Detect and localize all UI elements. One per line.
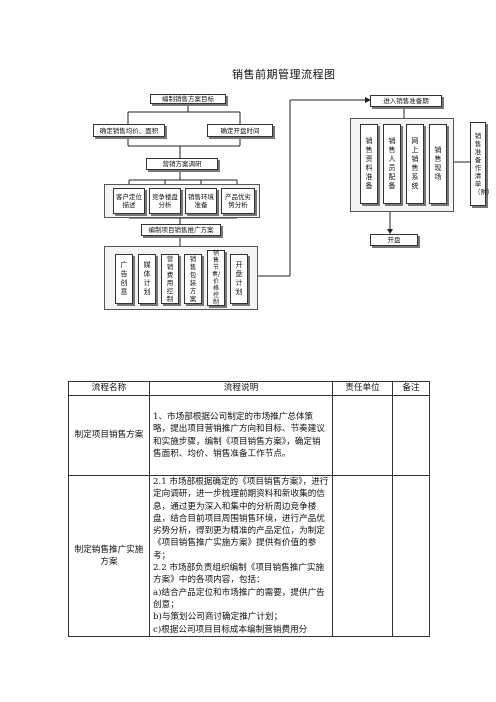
row-unit [332, 395, 393, 476]
header-process-name: 流程名称 [68, 381, 150, 396]
row-note [392, 395, 430, 476]
row-name: 制定项目销售方案 [68, 395, 150, 476]
node-price-area: 确定销售均价、面积 [93, 124, 165, 137]
node-sales-site: 销售现场 [429, 124, 447, 204]
node-ad-creative: 广告创意 [115, 254, 133, 304]
row-desc: 1、市场部根据公司制定的市场推广总体策略，提出项目营销推广方向和目标、节奏建议和… [149, 395, 333, 476]
node-enter-prep: 进入销售准备期 [370, 95, 442, 107]
table-row: 制定销售推广实施方案 2.1 市场部根据确定的《项目销售方案》，进行定向调研，进… [68, 475, 430, 637]
node-media-plan: 媒体计划 [138, 254, 156, 304]
node-competitor-analysis: 竞争楼盘分析 [149, 188, 181, 214]
node-sales-staff: 销售人员配备 [383, 124, 401, 204]
header-process-desc: 流程说明 [149, 381, 333, 396]
node-prep-checklist: 销售准备作清单（附） [470, 122, 494, 206]
header-responsible: 责任单位 [332, 381, 393, 396]
node-packaging-plan: 销售包装方案 [184, 254, 202, 304]
node-opening: 开盘 [370, 234, 418, 246]
header-note: 备注 [392, 381, 430, 396]
node-online-system: 网上销售系统 [406, 124, 424, 204]
node-research: 营销方案调研 [146, 158, 218, 170]
node-plan-goal: 编制销售方案目标 [150, 94, 226, 104]
diagram-title: 销售前期管理流程图 [232, 68, 336, 81]
row-unit [332, 475, 393, 637]
node-sales-environment: 销售环境准备 [185, 188, 217, 214]
process-table: 流程名称 流程说明 责任单位 备注 制定项目销售方案 1、市场部根据公司制定的市… [68, 381, 430, 637]
node-sales-materials: 销售资料准备 [360, 124, 378, 204]
node-promo-plan: 编制项目销售推广方案 [141, 224, 221, 236]
row-desc: 2.1 市场部根据确定的《项目销售方案》，进行定向调研，进一步梳理前期资料和新收… [149, 475, 333, 637]
table-row: 制定项目销售方案 1、市场部根据公司制定的市场推广总体策略，提出项目营销推广方向… [68, 395, 430, 476]
row-note [392, 475, 430, 637]
row-name: 制定销售推广实施方案 [68, 475, 150, 637]
node-product-analysis: 产品优劣势分析 [221, 188, 255, 214]
node-rhythm-price: 销售节奏/价格控制 [207, 250, 225, 306]
node-customer-position: 客户定位描述 [113, 188, 145, 214]
node-opening-plan: 开盘计划 [230, 254, 248, 304]
node-cost-control: 营销费用控制 [161, 254, 179, 304]
node-open-time: 确定开盘时间 [207, 124, 273, 137]
